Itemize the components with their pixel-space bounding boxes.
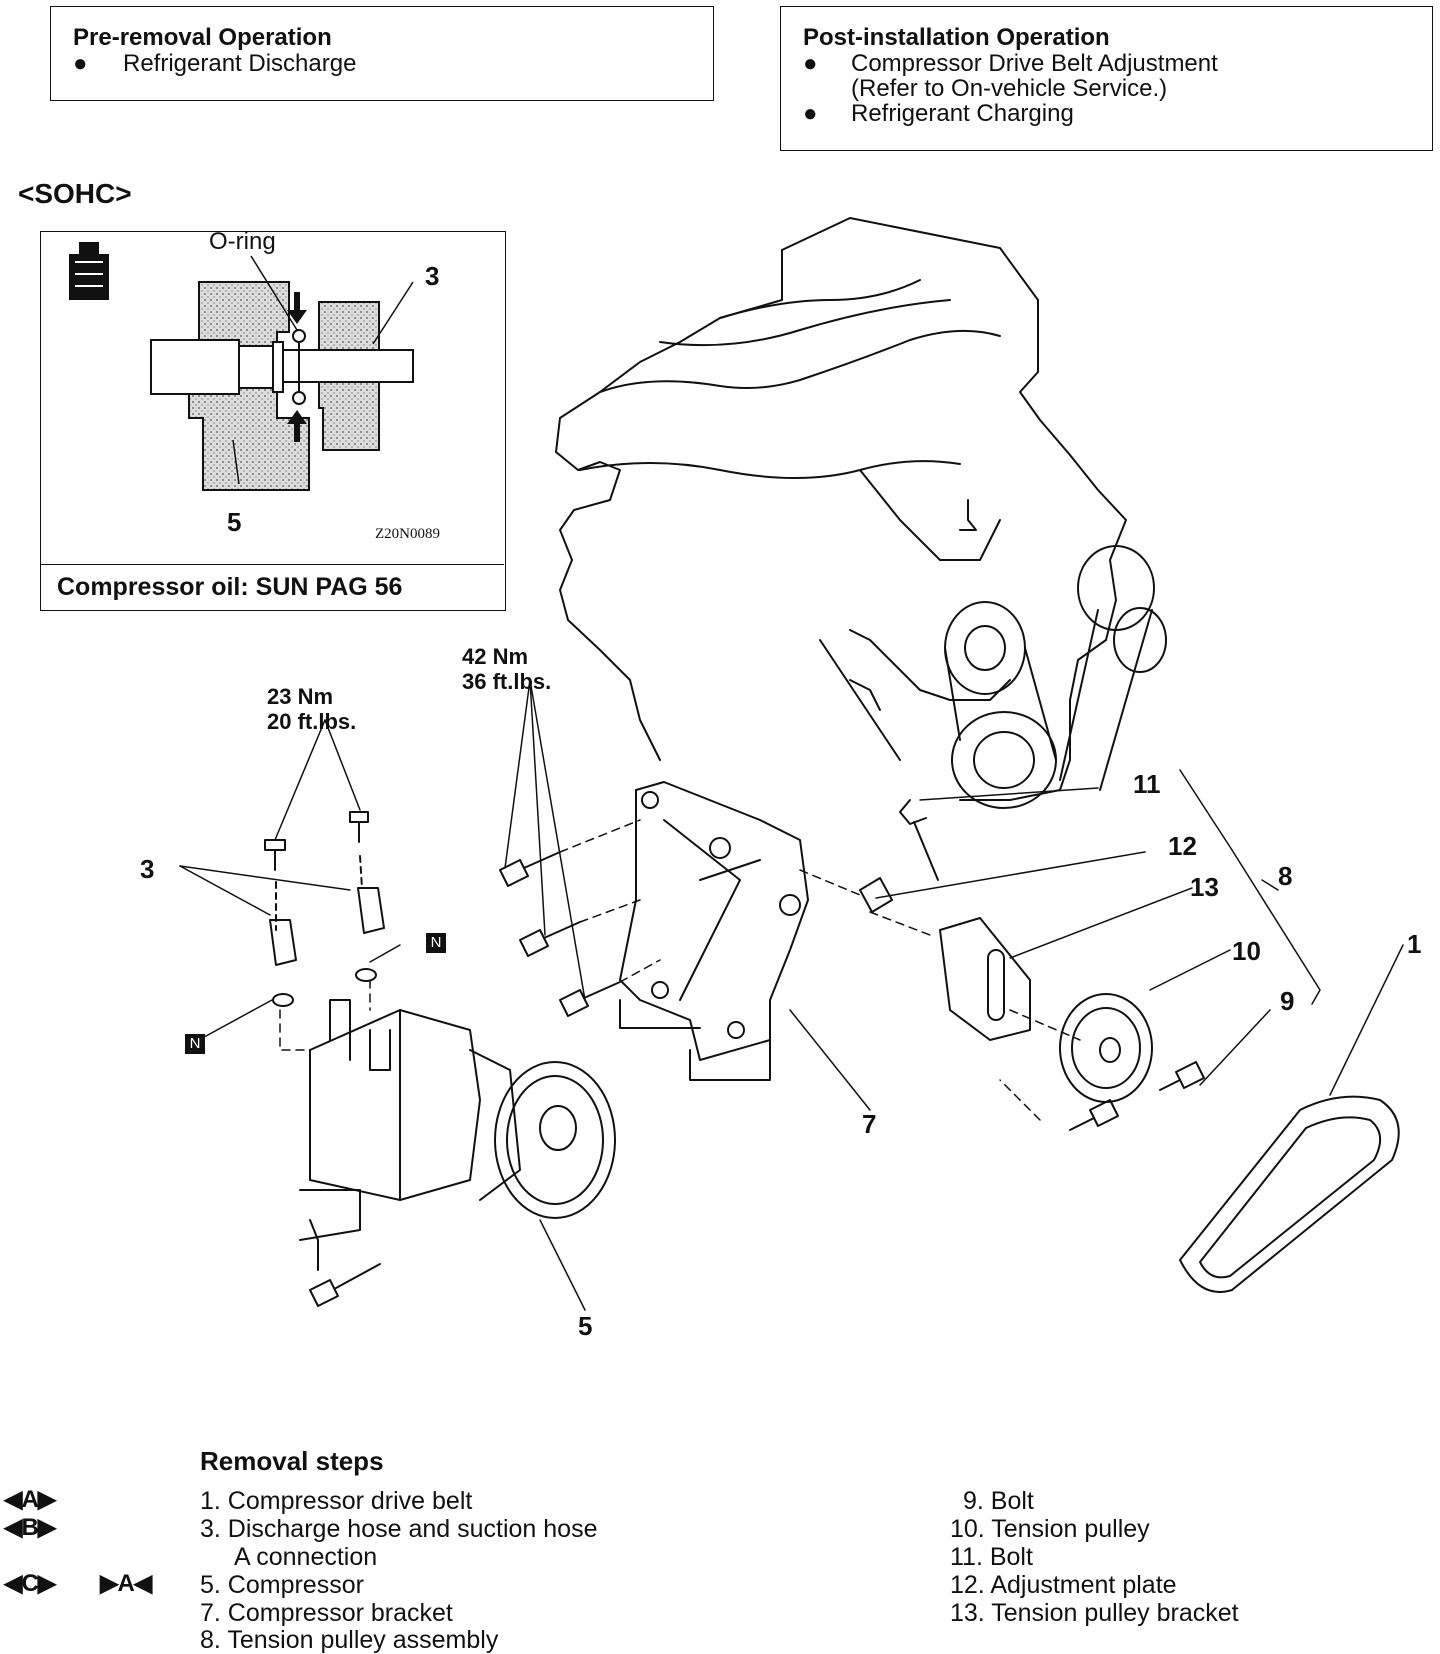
callout-3: 3: [140, 854, 155, 884]
marker-a-right: ▶A◀: [100, 1570, 152, 1597]
removal-step: 10. Tension pulley: [950, 1515, 1150, 1543]
removal-step: 12. Adjustment plate: [950, 1571, 1177, 1599]
callout-13: 13: [1190, 872, 1219, 902]
inset-caption: Compressor oil: SUN PAG 56: [41, 564, 504, 611]
marker-a-left: ◀A▶: [4, 1486, 56, 1513]
oring-detail-inset: O-ring 3 5 Z20N0089 Compressor oil: SUN …: [40, 228, 506, 611]
post-installation-item: ● Compressor Drive Belt Adjustment: [803, 50, 1218, 77]
removal-step: 9. Bolt: [963, 1487, 1034, 1515]
inset-callout-5: 5: [227, 507, 242, 537]
removal-steps-title: Removal steps: [200, 1446, 384, 1476]
engine-variant-label: <SOHC>: [18, 178, 132, 209]
removal-step: 11. Bolt: [950, 1543, 1033, 1571]
removal-step: 3. Discharge hose and suction hose: [200, 1515, 598, 1543]
torque-label-20ftlbs: 20 ft.lbs.: [267, 709, 357, 734]
removal-step: 13. Tension pulley bracket: [950, 1599, 1239, 1627]
n-mark: N: [185, 1034, 205, 1054]
post-installation-box: Post-installation Operation ● Compressor…: [780, 6, 1433, 151]
callout-8: 8: [1278, 861, 1293, 891]
callout-7: 7: [862, 1109, 877, 1139]
pre-removal-title: Pre-removal Operation: [73, 24, 332, 51]
post-installation-item: ● Refrigerant Charging: [803, 100, 1074, 127]
bullet-icon: ●: [73, 50, 88, 77]
tension-pulley-assembly: [859, 799, 1205, 1131]
callout-9: 9: [1280, 986, 1295, 1016]
compressor-oil-caption: Compressor oil: SUN PAG 56: [57, 573, 403, 601]
removal-step: 8. Tension pulley assembly: [200, 1626, 499, 1654]
figure-code: Z20N0089: [375, 526, 440, 542]
oil-bottle-icon: [69, 242, 109, 300]
removal-step: A connection: [234, 1543, 378, 1571]
marker-c-left: ◀C▶: [4, 1570, 56, 1597]
removal-step: 5. Compressor: [200, 1571, 364, 1599]
drive-belt: [1179, 1095, 1400, 1293]
torque-label-23nm: 23 Nm: [267, 684, 334, 709]
pre-removal-box: Pre-removal Operation ● Refrigerant Disc…: [50, 6, 714, 101]
callout-12: 12: [1168, 831, 1197, 861]
torque-label-36ftlbs: 36 ft.lbs.: [462, 669, 552, 694]
removal-step: 7. Compressor bracket: [200, 1599, 453, 1627]
callout-5: 5: [578, 1311, 593, 1341]
compressor-bracket: [619, 781, 809, 1081]
marker-b-left: ◀B▶: [4, 1514, 56, 1541]
callout-10: 10: [1232, 936, 1261, 966]
post-installation-title: Post-installation Operation: [803, 24, 1110, 51]
engine-block: [555, 217, 1167, 809]
bullet-icon: ●: [803, 50, 818, 77]
n-mark: N: [426, 933, 446, 953]
oring-label: O-ring: [209, 228, 276, 255]
post-installation-item: (Refer to On-vehicle Service.): [851, 75, 1168, 102]
compressor: [299, 999, 616, 1241]
bracket-bolts: [499, 851, 621, 1017]
torque-label-42nm: 42 Nm: [462, 644, 529, 669]
pre-removal-item: ● Refrigerant Discharge: [73, 50, 357, 77]
removal-step: 1. Compressor drive belt: [200, 1487, 473, 1515]
inset-callout-3: 3: [425, 261, 440, 291]
callout-11: 11: [1133, 769, 1161, 799]
bullet-icon: ●: [803, 100, 818, 127]
callout-1: 1: [1407, 929, 1422, 959]
oring-detail-drawing: [69, 242, 414, 491]
